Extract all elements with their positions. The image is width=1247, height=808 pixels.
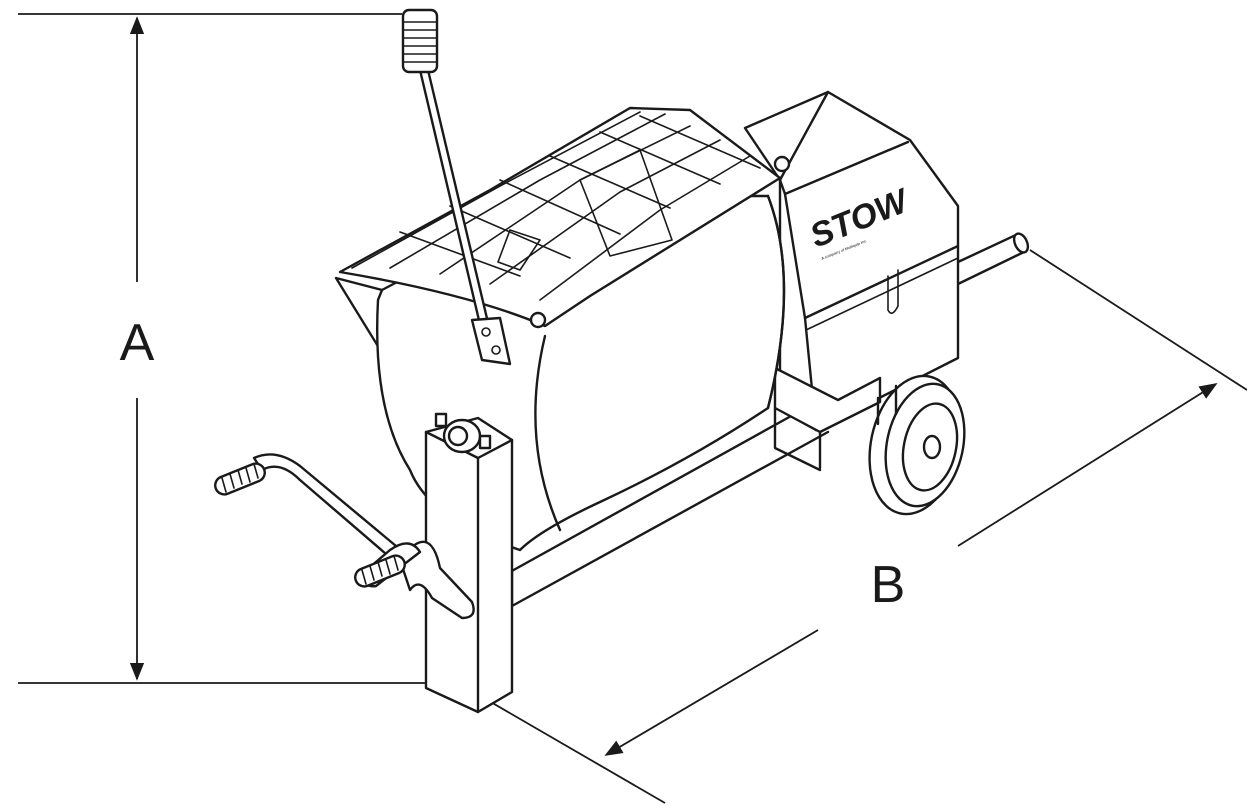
tow-handle xyxy=(956,232,1030,286)
frame-rail-top xyxy=(508,398,822,574)
tow-handle-cap xyxy=(1012,232,1030,254)
bearing-shaft-icon xyxy=(447,425,469,447)
safety-grate xyxy=(338,106,791,329)
dimension-a-label: A xyxy=(120,314,155,372)
dimension-b-rear-extension xyxy=(1029,249,1247,391)
dimension-b-arrow-front xyxy=(604,629,819,756)
crank-arm-lower xyxy=(398,540,475,620)
dimension-b-arrow-rear xyxy=(957,383,1218,547)
lever-bolt-upper-icon xyxy=(481,327,491,337)
mixing-paddle xyxy=(579,149,673,257)
engine-housing-seam xyxy=(805,257,959,331)
wheel-bracket xyxy=(876,384,898,426)
dimension-b-label: B xyxy=(871,556,906,614)
wheel-hub-icon xyxy=(922,434,942,460)
grate-rail-5 xyxy=(539,155,751,301)
grate-rail-4 xyxy=(489,139,721,285)
tow-handle-bottom xyxy=(956,250,1026,286)
drum-front-rim xyxy=(534,334,562,532)
lever-grip xyxy=(401,8,439,74)
dimension-b: B xyxy=(469,249,1247,804)
front-pedestal xyxy=(424,412,514,714)
tow-handle-top xyxy=(956,232,1020,264)
dimension-b-front-extension xyxy=(469,689,666,804)
lever-bolt-lower-icon xyxy=(491,345,501,355)
engine-housing: STOW A company of Multiquip Inc. xyxy=(743,90,960,432)
dimension-a: A xyxy=(18,13,428,684)
grate-rail-2 xyxy=(389,113,666,269)
bearing-bolt-left-icon xyxy=(434,412,448,428)
wheel-rim xyxy=(901,402,959,492)
grate-rail-1 xyxy=(351,111,641,269)
engine-base-front xyxy=(773,406,822,472)
frame-rail-bottom xyxy=(510,430,830,608)
wheel xyxy=(868,374,966,516)
crank-grip-upper-ridges xyxy=(221,463,259,493)
grate-pin-front-icon xyxy=(529,311,547,329)
hand-crank xyxy=(214,453,475,620)
grate-pin-rear-icon xyxy=(773,155,791,173)
lever-grip-ridges xyxy=(403,21,437,63)
crank-grip-lower-ridges xyxy=(361,555,399,585)
dump-lever xyxy=(401,8,512,366)
housing-handle-icon xyxy=(887,269,899,314)
bearing-bolt-right-icon xyxy=(478,434,492,450)
lever-bracket xyxy=(470,316,512,366)
crank-arm-upper xyxy=(252,453,410,568)
pedestal-body xyxy=(424,416,514,714)
mixing-paddle-left xyxy=(497,229,541,271)
drum-rear-end xyxy=(766,194,786,410)
